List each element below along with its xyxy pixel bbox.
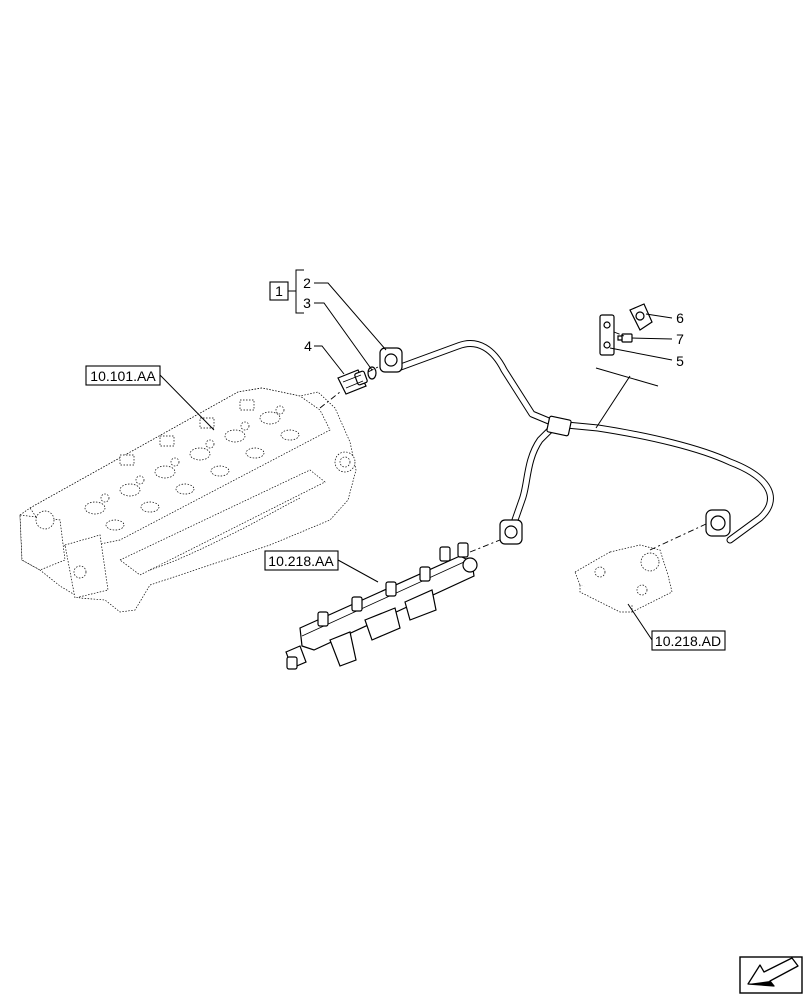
svg-text:1: 1 [275,283,283,299]
leader-lines [159,282,673,641]
pump-drawing [574,544,673,613]
cylinder-head-drawing [19,387,357,613]
callout-2[interactable]: 2 [303,275,311,291]
callout-kit[interactable]: 1 [269,281,289,301]
next-page-arrow-icon[interactable] [739,956,803,994]
callout-4[interactable]: 4 [304,338,312,354]
callout-3[interactable]: 3 [303,295,311,311]
reference-fuel-rail[interactable]: 10.218.AA [264,550,339,571]
reference-cylinder-head[interactable]: 10.101.AA [85,365,161,386]
sensor-connector-part [337,369,368,395]
svg-text:10.218.AD: 10.218.AD [655,633,721,649]
callout-6[interactable]: 6 [676,310,684,326]
assembly-axis-lines [319,331,707,553]
line-end-fitting-injector-rail [379,347,403,373]
callout-5[interactable]: 5 [676,353,684,369]
fuel-line-assembly [379,340,774,545]
reference-pump[interactable]: 10.218.AD [651,630,726,651]
bolt-part [617,333,633,343]
o-ring-part [367,366,377,380]
svg-text:10.101.AA: 10.101.AA [90,368,156,384]
svg-text:10.218.AA: 10.218.AA [268,553,334,569]
tube-clip-part [629,303,653,331]
line-end-fitting-pump [705,509,731,537]
clamp-plate-part [599,314,615,356]
callout-7[interactable]: 7 [676,331,684,347]
fuel-rail-drawing [285,542,478,670]
line-end-fitting-rail [499,519,523,545]
